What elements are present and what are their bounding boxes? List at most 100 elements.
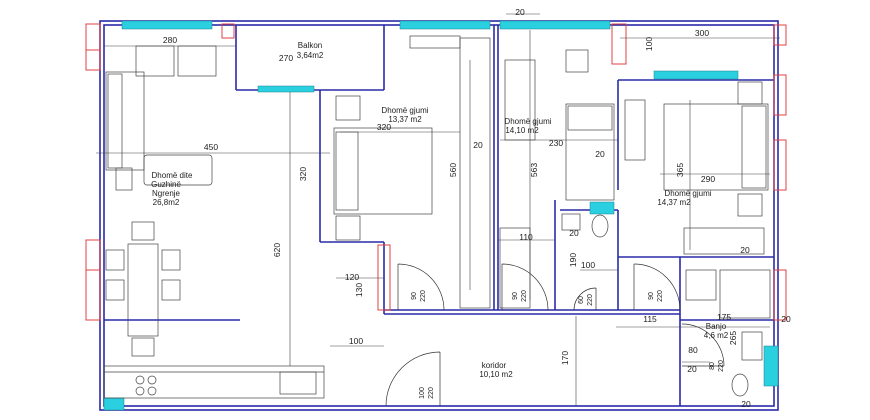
- room-labels: Balkon 3,64m2 Dhomë gjumi 13,37 m2 Dhomë…: [151, 41, 729, 379]
- door1-w: 90: [411, 292, 418, 300]
- door-swing: [385, 351, 441, 407]
- jamb: [773, 74, 787, 116]
- window-jambs: [85, 23, 787, 321]
- wall-inner-outline: [103, 24, 775, 407]
- jamb: [773, 139, 787, 191]
- window: [763, 345, 779, 387]
- side-chair: [115, 167, 133, 191]
- jamb: [773, 269, 787, 321]
- dim-320a: 320: [377, 122, 391, 132]
- armchair: [135, 45, 175, 77]
- window: [653, 70, 739, 80]
- jamb: [85, 23, 101, 51]
- dim-175: 175: [717, 312, 731, 322]
- room-balkon-area: 3,64m2: [297, 51, 324, 60]
- room-bed3-area: 14,37 m2: [657, 198, 691, 207]
- door6-w: 100: [419, 387, 426, 399]
- pillow: [741, 105, 767, 189]
- room-living-area: 26,8m2: [153, 198, 180, 207]
- basin: [741, 331, 763, 361]
- dim-290: 290: [701, 174, 715, 184]
- desk: [624, 99, 646, 161]
- toilet: [731, 373, 749, 397]
- door1-h: 220: [420, 290, 427, 302]
- coffee-table: [143, 154, 213, 186]
- nightstand: [335, 95, 361, 121]
- room-banjo-area: 4,6 m2: [704, 331, 729, 340]
- chair: [161, 279, 181, 301]
- jamb: [85, 49, 101, 71]
- furniture: [103, 35, 771, 399]
- dim-560: 560: [448, 163, 458, 177]
- kitchen-counter: [103, 365, 325, 399]
- door-labels: 90 220 90 220 60 220 90 220 80 220 100 2…: [411, 290, 725, 399]
- dim-620: 620: [272, 243, 282, 257]
- chair: [565, 49, 589, 73]
- door2-w: 90: [512, 292, 519, 300]
- dining-table: [127, 243, 159, 337]
- door-swing: [501, 263, 549, 311]
- hob: [147, 386, 157, 396]
- dim-20g: 20: [687, 364, 697, 374]
- dim-280: 280: [163, 35, 177, 45]
- door4-h: 220: [657, 290, 664, 302]
- dim-190: 190: [568, 253, 578, 267]
- dimension-labels: 280 270 100 300 20 450 320 320 560 20 56…: [163, 7, 791, 409]
- chair: [131, 337, 155, 357]
- dim-320b: 320: [298, 167, 308, 181]
- dim-120: 120: [345, 272, 359, 282]
- desk: [409, 35, 461, 49]
- dim-20a: 20: [515, 7, 525, 17]
- door-swing: [633, 263, 681, 311]
- window: [257, 85, 315, 93]
- nightstand: [737, 81, 763, 105]
- washer: [685, 269, 717, 301]
- shower: [719, 269, 771, 319]
- dim-365: 365: [675, 163, 685, 177]
- window: [121, 20, 213, 30]
- armchair: [177, 45, 217, 77]
- dim-20c: 20: [595, 149, 605, 159]
- dim-130: 130: [354, 283, 364, 297]
- door4-w: 90: [648, 292, 655, 300]
- dim-20f: 20: [781, 314, 791, 324]
- sofa: [105, 71, 145, 171]
- dim-563: 563: [529, 163, 539, 177]
- window: [399, 20, 491, 30]
- chair: [105, 279, 125, 301]
- sofa-cushion: [107, 73, 123, 169]
- door5-h: 220: [718, 360, 725, 372]
- chair: [161, 249, 181, 271]
- jamb: [221, 23, 235, 39]
- pillow: [335, 131, 359, 211]
- door-swing: [681, 323, 725, 367]
- bed: [565, 103, 615, 201]
- dimension-lines: [96, 13, 780, 406]
- nightstand: [335, 215, 361, 241]
- door-swing: [573, 287, 597, 311]
- dim-170: 170: [560, 351, 570, 365]
- sink: [279, 371, 317, 395]
- window: [589, 201, 615, 215]
- dim-20b: 20: [473, 140, 483, 150]
- dim-100a: 100: [644, 37, 654, 51]
- door2-h: 220: [521, 290, 528, 302]
- room-bed1-name: Dhomë gjumi: [381, 106, 428, 115]
- bed: [663, 103, 769, 191]
- dim-230: 230: [549, 138, 563, 148]
- door6-h: 220: [428, 387, 435, 399]
- toilet: [591, 214, 609, 238]
- dim-300: 300: [695, 28, 709, 38]
- windows: [103, 20, 779, 411]
- doors: [385, 263, 725, 407]
- nightstand: [737, 193, 763, 217]
- dim-265: 265: [728, 331, 738, 345]
- room-bed2-area: 14,10 m2: [505, 126, 539, 135]
- jamb: [85, 269, 101, 321]
- jamb: [611, 23, 627, 65]
- wardrobe: [683, 227, 765, 255]
- door3-w: 60: [578, 296, 585, 304]
- door-swing: [397, 263, 445, 311]
- jamb: [377, 244, 391, 311]
- wardrobe: [459, 37, 491, 309]
